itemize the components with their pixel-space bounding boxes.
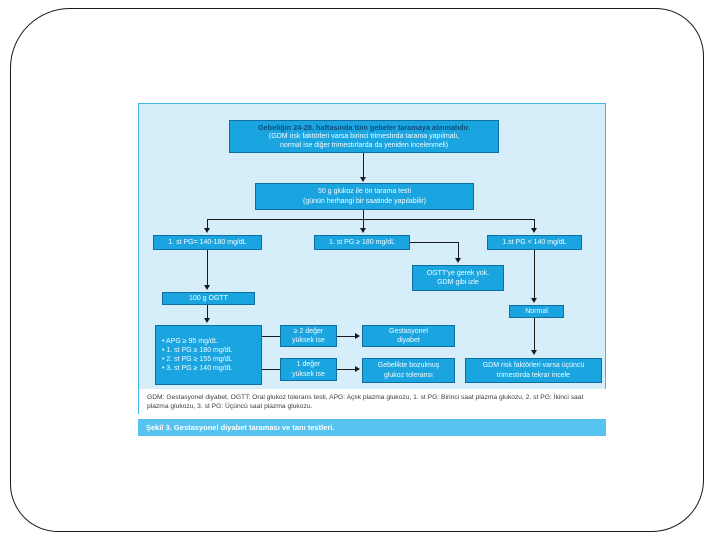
arrow-c-to-normal-head-icon	[531, 298, 537, 303]
arrow-top-to-pretest-head-icon	[360, 177, 366, 182]
flow-box-screening-all: Gebeliğin 24-28. haftasında tüm gebeler …	[229, 120, 499, 153]
flow-box-ogtt-100: 100 g OGTT	[162, 292, 255, 305]
arrow-normal-to-recheck-line	[534, 318, 535, 351]
arrow-onehigh-to-igt-line	[337, 369, 355, 370]
arrow-ogtt100-to-criteria-head-icon	[204, 318, 210, 323]
arrow-ogtt100-to-criteria-line	[207, 305, 208, 319]
flow-box-pg-ge-180: 1. st PG ≥ 180 mg/dL	[314, 235, 410, 250]
connector-pretest-stem	[363, 210, 364, 220]
arrow-c-to-normal-line	[534, 250, 535, 299]
arrow-a-to-ogtt100-line	[207, 250, 208, 286]
arrow-a-to-ogtt100-head-icon	[204, 285, 210, 290]
flow-box-screening-all-sub: (GDM risk faktörleri varsa birinci trime…	[268, 133, 460, 150]
connector-branch-line	[207, 219, 535, 220]
flow-box-normal: Normal	[509, 305, 564, 318]
arrow-branch-mid-head-icon	[360, 228, 366, 233]
flow-box-pg-140-180: 1. st PG= 140-180 mg/dL	[153, 235, 262, 250]
arrow-branch-left-line	[207, 219, 208, 229]
slide-frame: Gebeliğin 24-28. haftasında tüm gebeler …	[10, 8, 704, 532]
arrow-top-to-pretest-line	[363, 153, 364, 178]
flow-box-gestational-diabetes: Gestasyonel diyabet	[362, 325, 455, 347]
arrow-branch-left-head-icon	[204, 228, 210, 233]
flow-box-two-values-high: ≥ 2 değer yüksek ise	[280, 325, 337, 347]
flow-box-criteria: • APG ≥ 95 mg/dL • 1. st PG ≥ 180 mg/dL …	[155, 325, 262, 385]
arrow-onehigh-to-igt-head-icon	[355, 366, 360, 372]
arrow-branch-mid-line	[363, 219, 364, 229]
arrow-branch-right-line	[534, 219, 535, 229]
flow-box-screening-all-title: Gebeliğin 24-28. haftasında tüm gebeler …	[257, 122, 471, 132]
figure-footnote: GDM: Gestasyonel diyabet, OGTT: Oral glu…	[139, 389, 607, 415]
flow-box-one-value-high: 1 değer yüksek ise	[280, 358, 337, 381]
arrow-twohigh-to-gdm-head-icon	[355, 333, 360, 339]
figure-caption-bar: Şekil 3. Gestasyonel diyabet taraması ve…	[138, 419, 606, 436]
arrow-branch-right-head-icon	[531, 228, 537, 233]
connector-criteria-to-twohigh	[262, 336, 280, 337]
flowchart-panel: Gebeliğin 24-28. haftasında tüm gebeler …	[138, 103, 607, 415]
flow-box-no-ogtt-needed: OGTT'ye gerek yok. GDM gibi izle	[412, 265, 504, 291]
flow-box-recheck-third-trimester: GDM risk faktörleri varsa üçüncü trimest…	[465, 358, 602, 383]
arrow-normal-to-recheck-head-icon	[531, 350, 537, 355]
arrow-b-to-noogtt-line	[458, 242, 459, 259]
connector-criteria-to-onehigh	[262, 369, 280, 370]
flow-box-pg-lt-140: 1.st PG < 140 mg/dL	[487, 235, 582, 250]
figure-caption-text: Şekil 3. Gestasyonel diyabet taraması ve…	[146, 423, 335, 432]
connector-b-elbow-h	[410, 242, 458, 243]
arrow-b-to-noogtt-head-icon	[455, 258, 461, 263]
flow-box-pretest: 50 g glukoz ile ön tarama testi (günün h…	[255, 183, 474, 210]
arrow-twohigh-to-gdm-line	[337, 336, 355, 337]
flow-box-impaired-tolerance: Gebelikte bozulmuş glukoz toleransı	[362, 358, 455, 383]
